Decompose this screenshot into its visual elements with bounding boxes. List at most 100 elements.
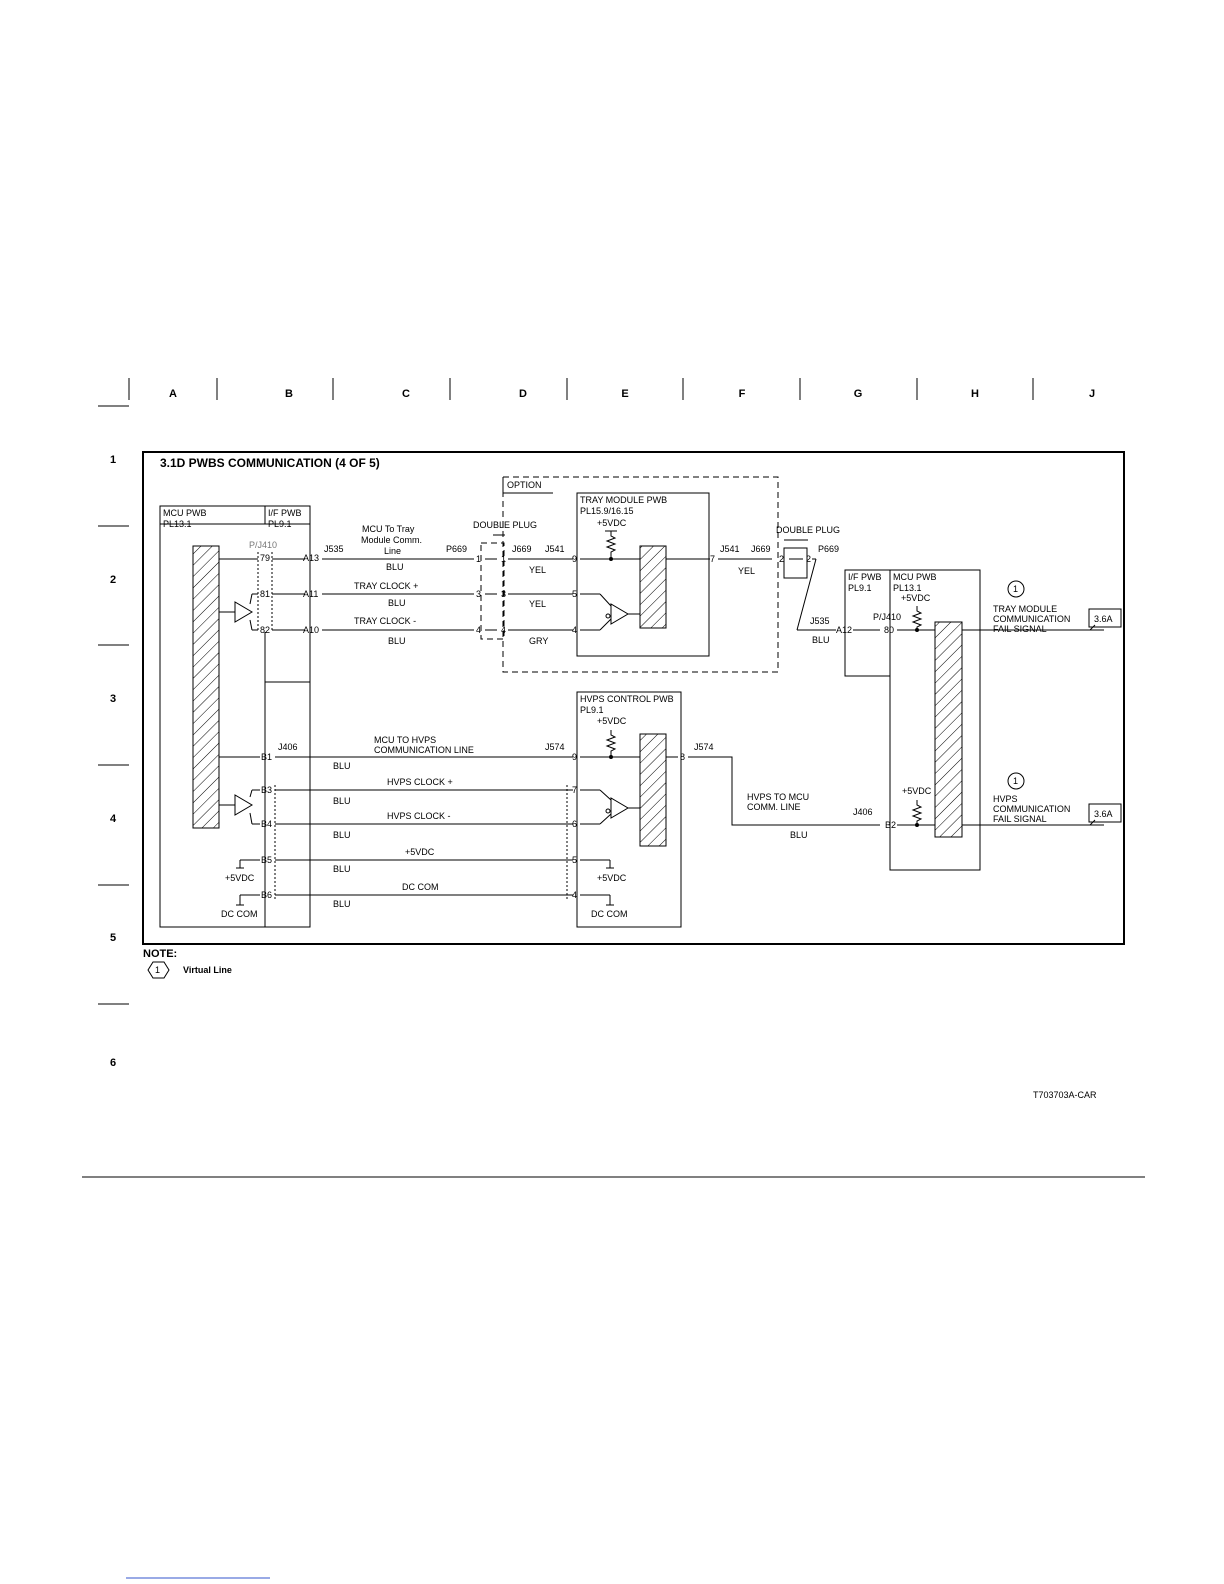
- column-grid: A B C D E F G H J: [128, 378, 1095, 400]
- virtual-line-hex-icon: [147, 961, 170, 979]
- pin-79: 79: [260, 553, 270, 563]
- double-plug-left: DOUBLE PLUG 1 1 3 3 4 4: [473, 520, 537, 640]
- pin-6: 6: [572, 819, 577, 829]
- wire-blu: BLU: [333, 899, 351, 909]
- column-label: H: [971, 388, 979, 400]
- virtual-line-mark: [1007, 772, 1025, 790]
- virtual-line-mark: [1007, 580, 1025, 598]
- tray-fail-2: COMMUNICATION: [993, 614, 1070, 624]
- wire-blu: BLU: [333, 830, 351, 840]
- pin-7: 7: [710, 554, 715, 564]
- conn-j541-left: J541: [545, 544, 565, 554]
- conn-j574-right: J574: [694, 742, 714, 752]
- pin-b1: B1: [261, 752, 272, 762]
- sig-dccom: DC COM: [402, 882, 439, 892]
- wire-yel: YEL: [529, 565, 546, 575]
- resistor-mcu-right-top: [911, 606, 923, 630]
- conn-j535-right: J535: [810, 616, 830, 626]
- pin-5: 5: [572, 855, 577, 865]
- conn-j669-right: J669: [751, 544, 771, 554]
- mcu-right-supply2: +5VDC: [902, 786, 932, 796]
- wire-blu: BLU: [812, 635, 830, 645]
- conn-j541-right: J541: [720, 544, 740, 554]
- column-label: A: [169, 388, 177, 400]
- ref-3-6a-tray: 3.6A: [1094, 614, 1113, 624]
- supply-left-plus5: +5VDC: [225, 873, 255, 883]
- row-label: 5: [110, 932, 116, 944]
- pin-1: 1: [501, 554, 506, 564]
- pin-2: 2: [779, 554, 784, 564]
- column-label: G: [854, 388, 863, 400]
- tray-module-lines: 79 A13 J535 MCU To Tray Module Comm. Lin…: [219, 524, 474, 646]
- wire-blu: BLU: [333, 796, 351, 806]
- note-mark: 1: [155, 965, 160, 975]
- sig-hvps-clock-plus: HVPS CLOCK +: [387, 777, 453, 787]
- sig-hvps-mcu-2: COMM. LINE: [747, 802, 801, 812]
- wire-blu: BLU: [386, 562, 404, 572]
- pin-2: 2: [806, 554, 811, 564]
- mcu-right-hatched-ic: [934, 621, 963, 838]
- pin-b5: B5: [261, 855, 272, 865]
- pin-9: 9: [572, 752, 577, 762]
- double-plug-right-label: DOUBLE PLUG: [776, 525, 840, 535]
- pin-a13: A13: [303, 553, 319, 563]
- buffer-hvps-left: [234, 794, 253, 816]
- pin-4: 4: [501, 625, 506, 635]
- pin-7: 7: [572, 785, 577, 795]
- mcu-pwb-right-ref: PL13.1: [893, 583, 922, 593]
- mcu-pwb-right-name: MCU PWB: [893, 572, 937, 582]
- double-plug-left-label: DOUBLE PLUG: [473, 520, 537, 530]
- conn-j535: J535: [324, 544, 344, 554]
- tray-return-wire: J541 J669 YEL DOUBLE PLUG 2 2 P669 J535 …: [718, 525, 840, 645]
- pin-b2: B2: [885, 820, 896, 830]
- sig-hvps-clock-minus: HVPS CLOCK -: [387, 811, 451, 821]
- wire-yel: YEL: [738, 566, 755, 576]
- row-label: 1: [110, 454, 116, 466]
- pin-4: 4: [572, 890, 577, 900]
- hvps-control-pwb: HVPS CONTROL PWB PL9.1 +5VDC +5VDC DC CO…: [576, 691, 685, 928]
- resistor-hvps: [605, 730, 617, 757]
- mcu-pwb-left-name: MCU PWB: [163, 508, 207, 518]
- pin-80: 80: [884, 625, 894, 635]
- pin-5: 5: [572, 589, 577, 599]
- conn-p669-right: P669: [818, 544, 839, 554]
- sig-tray-clock-minus: TRAY CLOCK -: [354, 616, 416, 626]
- resistor-mcu-right-bottom: [911, 800, 923, 825]
- sig-mcu-tray-1: MCU To Tray: [362, 524, 415, 534]
- pin-82: 82: [260, 625, 270, 635]
- pin-3: 3: [476, 589, 481, 599]
- note-block: NOTE: 1 Virtual Line: [143, 948, 232, 979]
- pj410-left: P/J410: [249, 540, 277, 550]
- if-pwb-right-name: I/F PWB: [848, 572, 882, 582]
- hvps-supply-plus5: +5VDC: [597, 873, 627, 883]
- supply-left-dccom: DC COM: [221, 909, 258, 919]
- wire-gry: GRY: [529, 636, 548, 646]
- tray-module-supply: +5VDC: [597, 518, 627, 528]
- hvps-hatched-ic: [639, 733, 667, 847]
- pin-b6: B6: [261, 890, 272, 900]
- mcu-right-supply: +5VDC: [901, 593, 931, 603]
- row-label: 6: [110, 1057, 116, 1069]
- diagram-frame: [142, 451, 1125, 945]
- wire-blu: BLU: [388, 636, 406, 646]
- option-region: OPTION: [502, 476, 779, 673]
- column-label: E: [621, 388, 628, 400]
- tray-hatched-ic: [639, 545, 667, 629]
- hvps-ref: PL9.1: [580, 705, 604, 715]
- tray-module-wires: J669 J541 YEL YEL GRY 9 5 4: [508, 544, 577, 646]
- conn-j669-left: J669: [512, 544, 532, 554]
- wire-blu: BLU: [388, 598, 406, 608]
- wire-yel: YEL: [529, 599, 546, 609]
- wire-blu: BLU: [333, 864, 351, 874]
- option-label: OPTION: [507, 480, 542, 490]
- mcu-left-hatched-ic: [192, 545, 220, 829]
- pin-4: 4: [476, 625, 481, 635]
- pin-a10: A10: [303, 625, 319, 635]
- conn-j574-left: J574: [545, 742, 565, 752]
- mcu-pwb-left: MCU PWB PL13.1 I/F PWB PL9.1 P/J410: [159, 505, 311, 928]
- pj410-right: P/J410: [873, 612, 901, 622]
- tray-fail-1: TRAY MODULE: [993, 604, 1057, 614]
- pin-9: 9: [572, 554, 577, 564]
- column-label: D: [519, 388, 527, 400]
- sig-mcu-hvps-1: MCU TO HVPS: [374, 735, 436, 745]
